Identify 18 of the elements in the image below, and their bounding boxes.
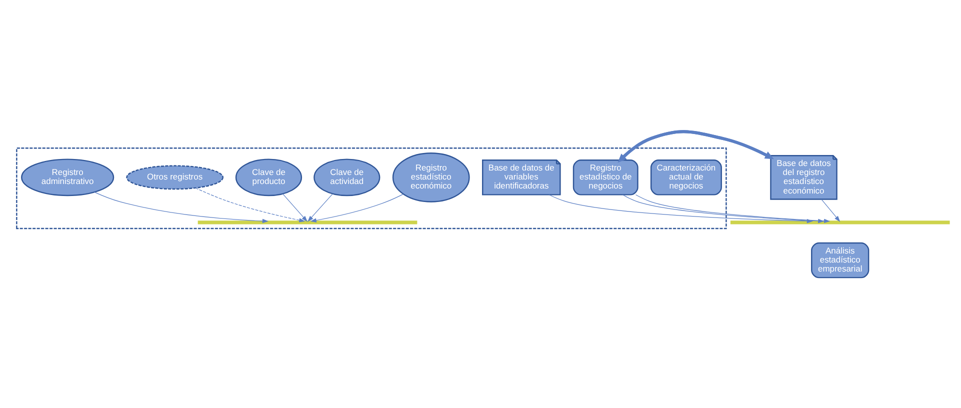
arrow xyxy=(308,193,333,222)
arrow xyxy=(821,198,840,222)
node-box: Análisis estadístico empresarial xyxy=(811,242,870,278)
arrow xyxy=(94,191,268,223)
node-bar xyxy=(730,220,950,224)
node-ellipse: Otros registros xyxy=(126,164,224,190)
node-box: Caracterización actual de negocios xyxy=(650,159,722,195)
node-ellipse: Registro estadístico económico xyxy=(392,152,470,202)
arrow xyxy=(548,194,813,223)
node-ellipse: Clave de producto xyxy=(235,158,302,196)
arrow xyxy=(282,193,308,222)
cluster xyxy=(16,147,727,229)
node-bar xyxy=(198,220,418,224)
arrow xyxy=(310,193,404,222)
arrow xyxy=(195,187,306,222)
node-ellipse: Clave de actividad xyxy=(314,158,380,196)
node-box: Registro estadístico de negocios xyxy=(572,159,638,195)
node-ellipse: Registro administrativo xyxy=(21,158,114,196)
